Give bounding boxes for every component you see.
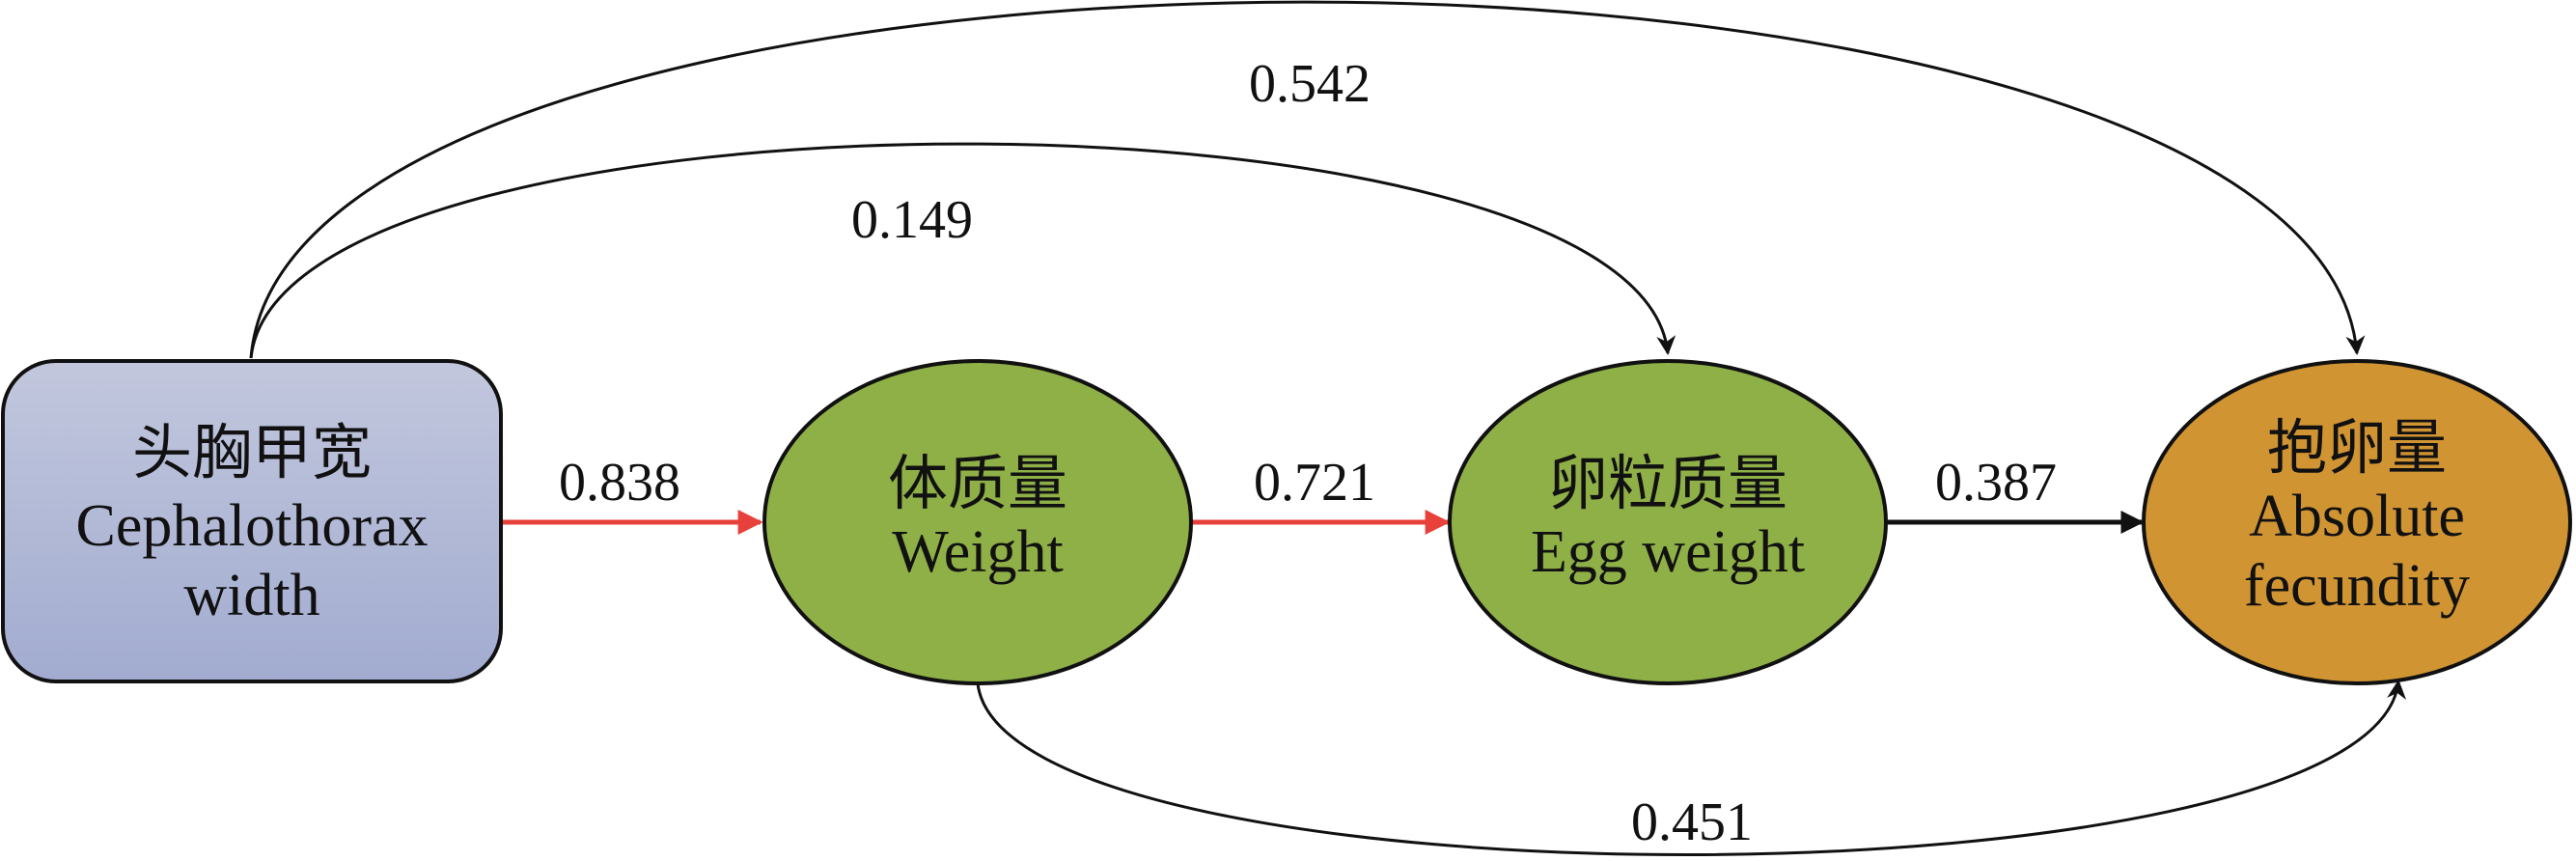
edge-label-weight-to-fecundity: 0.451 xyxy=(1631,792,1753,852)
node-absolute-fecundity: 抱卵量 Absolute fecundity xyxy=(2142,359,2572,685)
edge-label-ceph-to-weight: 0.838 xyxy=(559,453,680,513)
node-weight: 体质量 Weight xyxy=(762,359,1193,685)
node-label-en: Weight xyxy=(892,519,1064,585)
node-label-en-2: width xyxy=(183,563,319,628)
node-label-en: Cephalothorax xyxy=(75,493,428,559)
node-label-zh: 头胸甲宽 xyxy=(132,421,372,486)
node-cephalothorax-width: 头胸甲宽 Cephalothorax width xyxy=(1,359,503,683)
node-label-en: Absolute xyxy=(2249,484,2465,549)
edge-label-ceph-to-egg: 0.149 xyxy=(851,190,973,250)
edge-label-egg-to-fecundity: 0.387 xyxy=(1935,453,2057,513)
edge-weight-to-fecundity xyxy=(976,680,2406,856)
node-label-zh: 卵粒质量 xyxy=(1548,452,1787,517)
edge-label-weight-to-egg: 0.721 xyxy=(1254,453,1375,513)
node-label-en-2: fecundity xyxy=(2244,553,2470,619)
edge-label-ceph-to-fecundity: 0.542 xyxy=(1249,54,1371,114)
edge-ceph-to-egg xyxy=(249,142,1676,359)
node-label-en: Egg weight xyxy=(1531,519,1805,585)
node-label-zh: 体质量 xyxy=(888,452,1067,517)
edge-ceph-to-fecundity xyxy=(249,0,2366,359)
node-label-zh: 抱卵量 xyxy=(2267,416,2447,482)
node-egg-weight: 卵粒质量 Egg weight xyxy=(1448,359,1888,685)
